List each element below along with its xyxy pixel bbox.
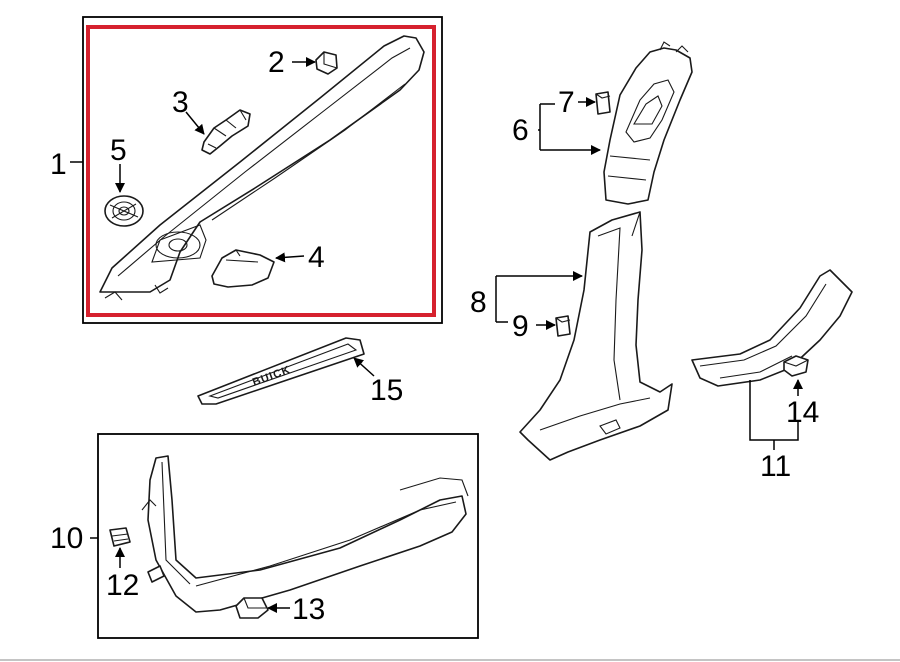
- fastener-detail: [147, 565, 165, 583]
- callout-12: 12: [106, 569, 139, 602]
- callout-2: 2: [268, 46, 285, 79]
- rear-sill-trim: [691, 269, 853, 387]
- callout-9: 9: [512, 310, 529, 343]
- part-2-clip: [315, 51, 338, 75]
- leader-lines: [70, 57, 803, 613]
- callout-10: 10: [50, 522, 83, 555]
- callout-labels: 1 2 3 4 5 6 7 8 9 10 11 12 13 14 15: [50, 46, 819, 626]
- callout-14: 14: [786, 396, 819, 429]
- part-4-cover: [211, 249, 275, 288]
- callout-3: 3: [172, 86, 189, 119]
- front-sill-trim: [141, 455, 469, 613]
- callout-4: 4: [308, 241, 325, 274]
- part-15-sill-plate: BUICK: [197, 337, 365, 405]
- callout-15: 15: [370, 374, 403, 407]
- callout-7: 7: [558, 86, 575, 119]
- group-1-highlight-frame: [86, 25, 436, 317]
- callout-5: 5: [110, 134, 127, 167]
- group-10-frame: [97, 433, 479, 639]
- part-5-grommet: [104, 195, 144, 227]
- callout-13: 13: [292, 593, 325, 626]
- callout-1: 1: [50, 148, 67, 181]
- b-pillar-lower-trim: [519, 211, 673, 461]
- part-12-clip: [109, 527, 131, 547]
- b-pillar-upper-trim: [603, 41, 693, 205]
- a-pillar-trim: [99, 35, 425, 301]
- callout-11: 11: [760, 450, 791, 483]
- callout-8: 8: [470, 286, 487, 319]
- part-13-clip: [235, 597, 269, 619]
- part-7-clip: [595, 91, 611, 115]
- part-3-bracket: [201, 109, 251, 155]
- group-1-outer-frame: [82, 16, 443, 324]
- part-9-clip: [555, 315, 571, 337]
- callout-6: 6: [512, 114, 529, 147]
- part-14-clip: [783, 355, 809, 377]
